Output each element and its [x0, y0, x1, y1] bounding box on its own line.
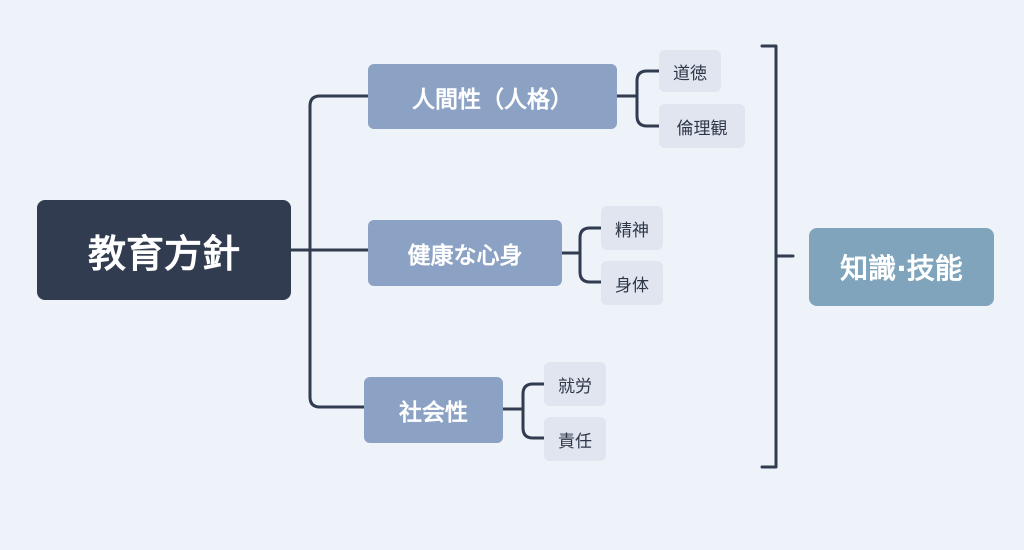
connector-root-branch-1: [308, 94, 370, 252]
summary-bracket: [760, 44, 795, 469]
leaf-node-body[interactable]: 身体: [601, 261, 663, 305]
connector-branch-3-leaves: [501, 382, 546, 440]
connector-root-branch-3: [308, 248, 366, 409]
leaf-node-morality[interactable]: 道徳: [659, 50, 721, 92]
leaf-node-spirit[interactable]: 精神: [601, 206, 663, 250]
leaf-node-ethics[interactable]: 倫理観: [659, 104, 745, 148]
root-node-education-policy[interactable]: 教育方針: [37, 200, 291, 300]
branch-node-sociality[interactable]: 社会性: [364, 377, 503, 443]
branch-node-healthy-mind-body[interactable]: 健康な心身: [368, 220, 562, 286]
connector-branch-1-leaves: [615, 69, 661, 128]
connector-branch-2-leaves: [560, 226, 603, 284]
summary-node-knowledge-skills[interactable]: 知識·技能: [809, 228, 994, 306]
leaf-node-employment[interactable]: 就労: [544, 362, 606, 406]
branch-node-humanity[interactable]: 人間性（人格）: [368, 64, 617, 129]
leaf-node-responsibility[interactable]: 責任: [544, 417, 606, 461]
